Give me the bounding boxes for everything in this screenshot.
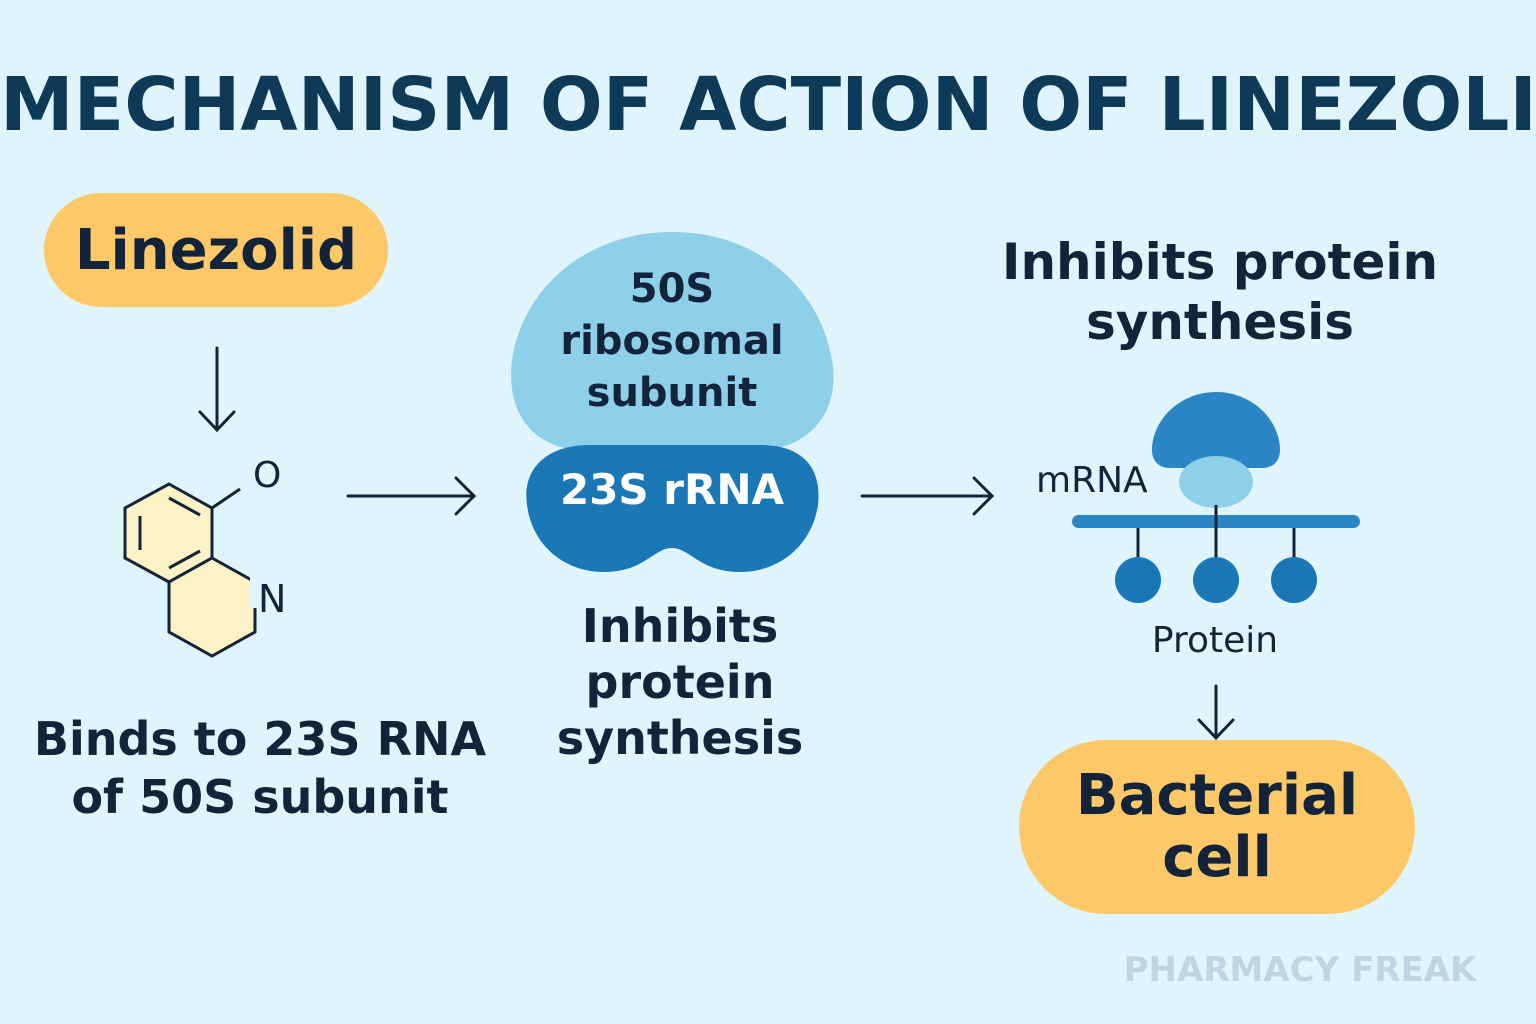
binds-label-line1: Binds to 23S RNA — [33, 712, 487, 766]
linezolid-molecule-icon: O N — [123, 455, 286, 658]
subunit-50s-label-line2: ribosomal — [560, 318, 783, 364]
inhibits-middle-line1: Inhibits — [581, 599, 779, 653]
bacterial-cell-line1: Bacterial — [1075, 763, 1359, 828]
translating-ribosome-icon — [1072, 392, 1360, 603]
down-arrow-icon — [198, 346, 236, 433]
atom-n-label: N — [258, 577, 286, 621]
rrna-23s-shape — [526, 445, 819, 572]
right-arrow-icon — [346, 476, 477, 516]
inhibits-right-label: Inhibits protein synthesis — [990, 232, 1450, 352]
inhibits-right-line2: synthesis — [1085, 293, 1355, 351]
watermark: PHARMACY FREAK — [1123, 950, 1477, 990]
right-arrow-icon — [860, 476, 995, 516]
subunit-50s-label-line3: subunit — [587, 370, 758, 416]
protein-label: Protein — [1151, 620, 1279, 661]
bacterial-cell-line2: cell — [1162, 825, 1272, 890]
rrna-23s-label: 23S rRNA — [560, 465, 785, 514]
page-title: MECHANISM OF ACTION OF LINEZOLID — [0, 62, 1536, 148]
mrna-label: mRNA — [1036, 460, 1148, 501]
inhibits-middle-line3: synthesis — [556, 711, 804, 765]
inhibits-middle-label: Inhibits protein synthesis — [520, 598, 840, 766]
subunit-50s-shape — [511, 232, 834, 450]
binds-label: Binds to 23S RNA of 50S subunit — [20, 710, 500, 826]
linezolid-pill: Linezolid — [44, 193, 388, 307]
subunit-50s-label-line1: 50S — [630, 266, 714, 312]
inhibits-middle-line2: protein — [585, 655, 775, 709]
inhibits-right-line1: Inhibits protein — [1001, 233, 1439, 291]
bacterial-cell-pill: Bacterial cell — [1019, 740, 1415, 914]
atom-o-label: O — [253, 455, 281, 496]
binds-label-line2: of 50S subunit — [71, 770, 449, 824]
down-arrow-icon — [1197, 684, 1235, 741]
